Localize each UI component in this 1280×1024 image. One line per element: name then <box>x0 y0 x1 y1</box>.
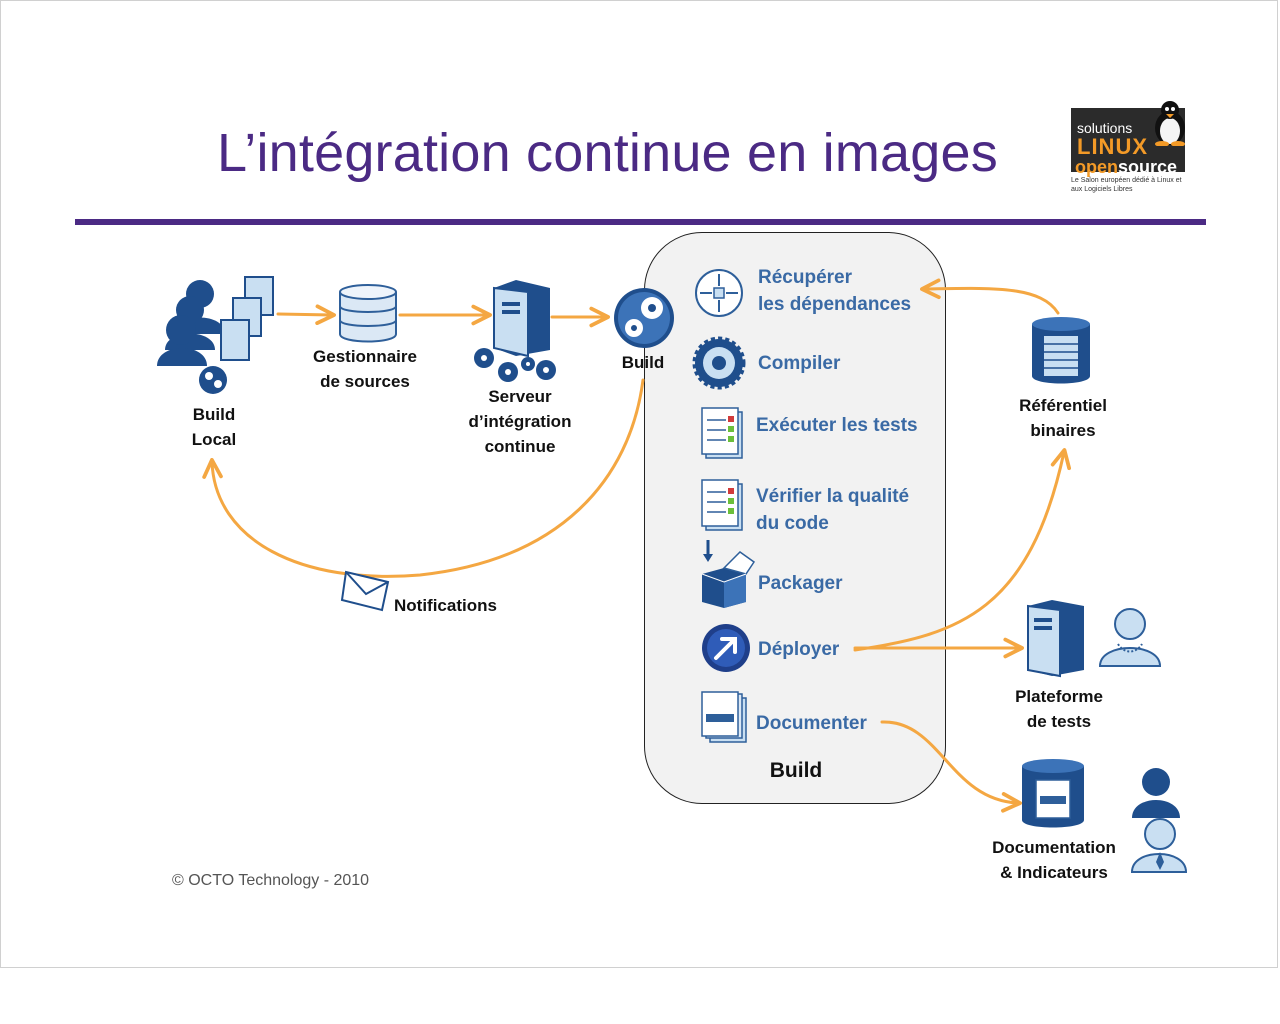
logo-line1: solutions <box>1077 120 1133 136</box>
build-local-label: Build Local <box>180 402 248 452</box>
ci-server-label: Serveur d’intégration continue <box>455 384 585 459</box>
copyright: © OCTO Technology - 2010 <box>172 872 370 889</box>
arrow-notification-loop <box>202 378 645 578</box>
logo-line3-open: open <box>1075 157 1118 177</box>
ci-server-line1: Serveur <box>488 387 552 406</box>
arrow-local-to-scm <box>276 304 336 326</box>
documentation-label: Documentation & Indicateurs <box>984 835 1124 885</box>
step-document-label: Documenter <box>756 713 867 734</box>
source-manager-line1: Gestionnaire <box>313 347 417 366</box>
quality-checklist-icon <box>701 479 743 531</box>
build-panel-title: Build <box>769 759 823 782</box>
penguin-icon <box>1155 101 1185 146</box>
slide-title: L’intégration continue en images <box>217 123 998 183</box>
test-server-icon <box>1027 600 1084 678</box>
step-quality-line2: du code <box>756 513 829 534</box>
title-underline <box>75 219 1206 225</box>
step-quality-line1: Vérifier la qualité <box>756 486 910 507</box>
ci-server-line2: d’intégration <box>468 412 572 431</box>
test-platform-line1: Plateforme <box>1015 687 1103 706</box>
dependencies-icon <box>695 269 743 317</box>
documentation-line1: Documentation <box>992 838 1116 857</box>
binary-repository-line1: Référentiel <box>1019 396 1107 415</box>
step-quality-label: Vérifier la qualité du code <box>756 483 909 537</box>
test-platform-label: Plateforme de tests <box>996 684 1122 734</box>
step-dependencies-line1: Récupérer <box>758 267 852 288</box>
arrow-deploy-to-repo <box>853 448 1072 652</box>
binary-repository-icon <box>1032 317 1090 384</box>
build-gears-icon <box>614 288 674 348</box>
ci-server-line3: continue <box>484 437 556 456</box>
documentation-line2: & Indicateurs <box>1000 863 1108 882</box>
build-node-label: Build <box>621 353 665 372</box>
box-icon <box>701 540 756 608</box>
build-panel <box>644 232 946 804</box>
source-manager-label: Gestionnaire de sources <box>300 344 430 394</box>
arrow-document-to-docs <box>880 720 1022 813</box>
deploy-arrow-icon <box>702 624 750 672</box>
build-local-line2: Local <box>191 430 237 449</box>
documentation-repository-icon <box>1022 759 1084 828</box>
binary-repository-label: Référentiel binaires <box>1000 393 1126 443</box>
logo-line3-source: source <box>1118 157 1178 177</box>
logo-line2: LINUX <box>1077 134 1148 159</box>
envelope-icon <box>340 570 390 612</box>
logo-line3: opensource <box>1075 157 1177 178</box>
step-tests-label: Exécuter les tests <box>756 415 918 436</box>
step-dependencies-line2: les dépendances <box>758 294 912 315</box>
developers-icon <box>157 276 274 394</box>
test-platform-line2: de tests <box>1026 712 1092 731</box>
stakeholders-icon <box>1130 768 1188 873</box>
database-icon <box>339 284 397 343</box>
step-compile-label: Compiler <box>758 353 841 374</box>
documents-icon <box>701 691 747 743</box>
step-package-label: Packager <box>758 573 843 594</box>
ci-server-icon <box>474 280 556 382</box>
binary-repository-line2: binaires <box>1030 421 1096 440</box>
tester-person-icon <box>1098 608 1162 667</box>
step-deploy-label: Déployer <box>758 639 840 660</box>
step-dependencies-label: Récupérer les dépendances <box>758 264 911 318</box>
logo-tagline: Le Salon européen dédié à Linux et aux L… <box>1071 177 1182 193</box>
notifications-label: Notifications <box>394 596 497 615</box>
arrow-repo-to-dependencies <box>920 278 1060 315</box>
source-manager-line2: de sources <box>320 372 410 391</box>
slide-frame <box>0 0 1278 968</box>
gear-icon <box>692 336 746 390</box>
checklist-icon <box>701 407 743 459</box>
build-local-line1: Build <box>192 405 236 424</box>
logo-box: solutions LINUX opensource <box>1071 108 1185 177</box>
solutions-linux-logo: solutions LINUX opensource Le Salon euro… <box>1071 100 1189 200</box>
